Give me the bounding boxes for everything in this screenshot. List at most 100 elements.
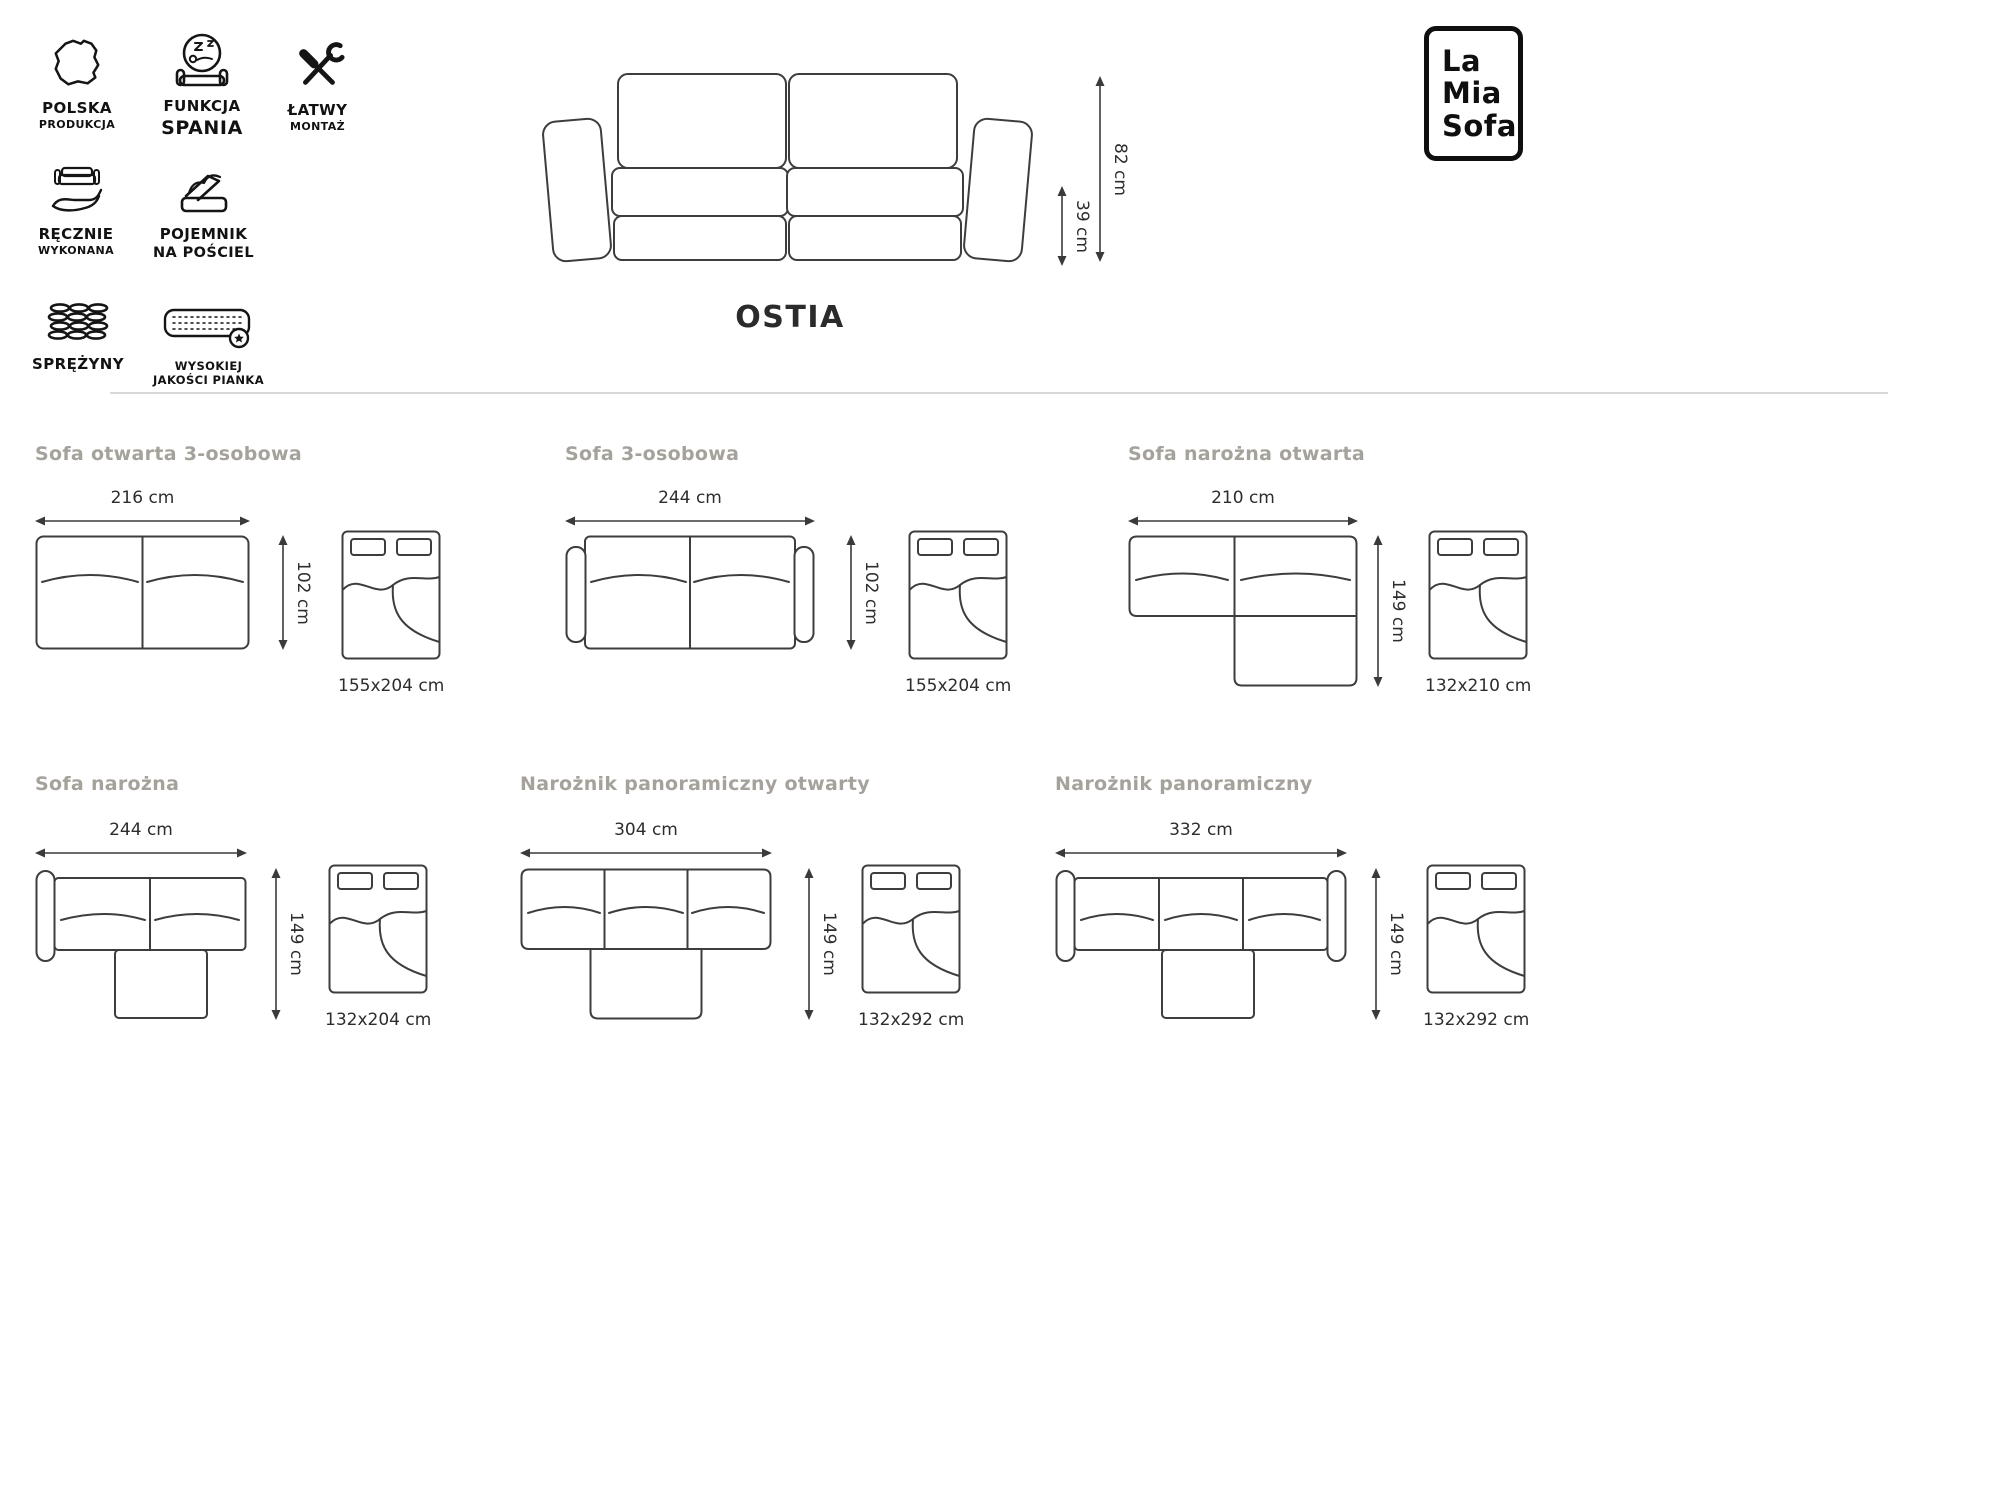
width-dimension: 216 cm: [35, 488, 250, 531]
width-dimension: 244 cm: [565, 488, 815, 531]
bed-size-drawing: 132x204 cm: [325, 864, 431, 1030]
sofa-top-view: [565, 535, 815, 654]
vertical-arrow: [1095, 76, 1105, 262]
depth-value: 102 cm: [293, 560, 313, 625]
sofa-top-view: [520, 868, 772, 1024]
depth-value: 149 cm: [1386, 912, 1406, 976]
feature-sublabel: SPANIA: [161, 116, 243, 139]
width-dimension: 332 cm: [1055, 820, 1347, 863]
width-value: 244 cm: [658, 488, 722, 508]
feature-label: POJEMNIK: [159, 225, 248, 243]
brand-line: Mia: [1442, 76, 1502, 111]
feature-label: FUNKCJA: [163, 97, 241, 115]
config-title: Narożnik panoramiczny otwarty: [520, 773, 870, 795]
feature-latwy-montaz: ŁATWY MONTAŻ: [270, 34, 365, 134]
width-value: 216 cm: [110, 488, 175, 508]
feature-pojemnik-na-posciel: POJEMNIK NA POŚCIEL: [146, 158, 261, 263]
bed-size-value: 155x204 cm: [338, 676, 445, 696]
feature-label: SPRĘŻYNY: [32, 355, 124, 373]
vertical-arrow: [1057, 186, 1067, 266]
config-title: Sofa 3-osobowa: [565, 443, 740, 465]
feature-wysokiej-jakosci-pianka: WYSOKIEJ JAKOŚCI PIANKA: [146, 292, 271, 388]
vertical-arrow: [846, 535, 856, 650]
handmade-icon: [22, 158, 130, 218]
sofa-top-view: [1055, 868, 1347, 1024]
sofa-top-view: [35, 535, 250, 654]
bedding-storage-icon: [146, 158, 261, 218]
depth-value: 102 cm: [861, 560, 881, 625]
bed-size-value: 132x210 cm: [1425, 676, 1532, 696]
feature-label: POLSKA: [42, 99, 112, 117]
sleeping-function-icon: [146, 30, 258, 90]
width-dimension: 304 cm: [520, 820, 772, 863]
vertical-arrow: [1371, 868, 1381, 1020]
feature-sublabel: WYKONANA: [37, 243, 115, 257]
feature-label: ŁATWY: [287, 101, 348, 119]
width-value: 210 cm: [1211, 488, 1275, 508]
horizontal-arrow: [35, 516, 250, 526]
sofa-top-view: [35, 868, 247, 1024]
feature-sublabel: PRODUKCJA: [38, 117, 116, 131]
total-height-value: 82 cm: [1110, 142, 1130, 196]
bed-size-drawing: 132x292 cm: [858, 864, 964, 1030]
feature-label: RĘCZNIE: [38, 225, 114, 243]
brand-logo: La Mia Sofa: [1424, 26, 1523, 161]
config-title: Sofa narożna: [35, 773, 180, 795]
bed-size-value: 132x292 cm: [1423, 1010, 1530, 1030]
divider: [110, 392, 1888, 394]
feature-funkcja-spania: FUNKCJA SPANIA: [146, 30, 258, 140]
horizontal-arrow: [1055, 848, 1347, 858]
seat-height-dimension: 39 cm: [1056, 186, 1092, 266]
brand-line: Sofa: [1442, 108, 1517, 143]
sofa-top-view: [1128, 535, 1358, 691]
feature-sublabel: JAKOŚCI PIANKA: [153, 373, 264, 388]
sofa-front-view-drawing: [530, 68, 1045, 272]
width-dimension: 244 cm: [35, 820, 247, 863]
bed-size-drawing: 132x292 cm: [1423, 864, 1529, 1030]
vertical-arrow: [271, 868, 281, 1020]
depth-value: 149 cm: [1388, 579, 1408, 643]
width-value: 332 cm: [1169, 820, 1233, 840]
brand-line: La: [1442, 43, 1482, 78]
depth-value: 149 cm: [819, 912, 839, 976]
width-value: 304 cm: [614, 820, 678, 840]
depth-dimension: 102 cm: [277, 535, 313, 650]
depth-dimension: 149 cm: [1370, 868, 1406, 1020]
config-title: Narożnik panoramiczny: [1055, 773, 1313, 795]
depth-dimension: 149 cm: [270, 868, 306, 1020]
bed-size-drawing: 155x204 cm: [905, 530, 1011, 696]
vertical-arrow: [1373, 535, 1383, 687]
depth-dimension: 102 cm: [845, 535, 881, 650]
bed-size-drawing: 155x204 cm: [338, 530, 444, 696]
bed-size-value: 132x204 cm: [325, 1010, 432, 1030]
bed-size-value: 132x292 cm: [858, 1010, 965, 1030]
depth-dimension: 149 cm: [803, 868, 839, 1020]
width-dimension: 210 cm: [1128, 488, 1358, 531]
width-value: 244 cm: [109, 820, 173, 840]
vertical-arrow: [278, 535, 288, 650]
seat-height-value: 39 cm: [1072, 199, 1092, 253]
depth-dimension: 149 cm: [1372, 535, 1408, 687]
poland-map-icon: [27, 32, 127, 92]
total-height-dimension: 82 cm: [1094, 76, 1130, 262]
vertical-arrow: [804, 868, 814, 1020]
bed-size-value: 155x204 cm: [905, 676, 1012, 696]
horizontal-arrow: [565, 516, 815, 526]
feature-sprezyny: SPRĘŻYNY: [22, 288, 134, 374]
feature-recznie-wykonana: RĘCZNIE WYKONANA: [22, 158, 130, 258]
bed-size-drawing: 132x210 cm: [1425, 530, 1531, 696]
horizontal-arrow: [35, 848, 247, 858]
horizontal-arrow: [520, 848, 772, 858]
tools-icon: [270, 34, 365, 94]
depth-value: 149 cm: [286, 912, 306, 976]
feature-sublabel: NA POŚCIEL: [153, 244, 254, 261]
horizontal-arrow: [1128, 516, 1358, 526]
config-title: Sofa narożna otwarta: [1128, 443, 1366, 465]
config-title: Sofa otwarta 3-osobowa: [35, 443, 302, 465]
feature-sublabel: MONTAŻ: [289, 119, 346, 133]
product-title: OSTIA: [735, 300, 845, 335]
springs-icon: [22, 288, 134, 348]
foam-mattress-icon: [146, 292, 271, 352]
feature-label: WYSOKIEJ: [174, 359, 243, 373]
